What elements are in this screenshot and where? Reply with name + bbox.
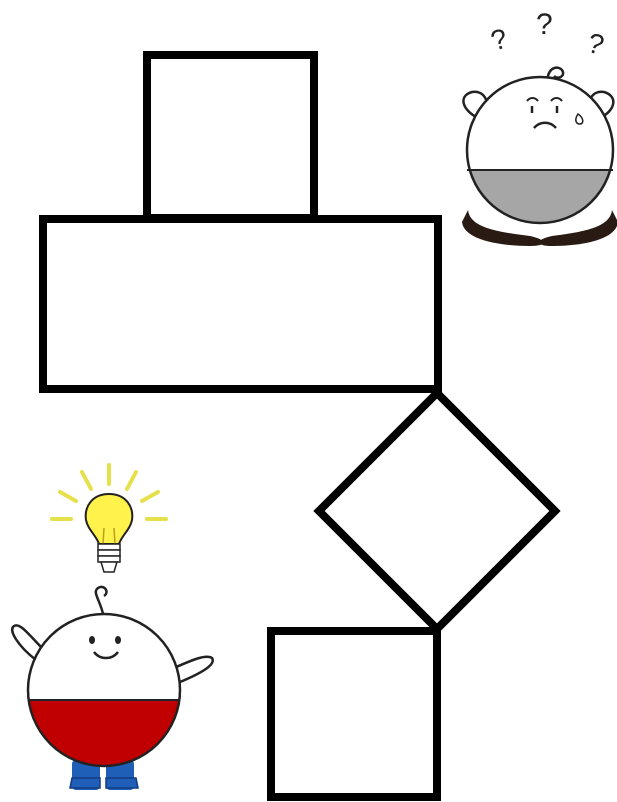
bottom-square — [267, 627, 441, 801]
diamond-square — [313, 387, 561, 635]
light-rays — [50, 463, 168, 521]
question-mark-1: ? — [488, 23, 511, 57]
top-small-square — [143, 51, 318, 222]
lightbulb-icon — [84, 492, 134, 573]
wide-rectangle — [39, 215, 442, 393]
idea-character-icon — [11, 463, 214, 790]
question-mark-2: ? — [536, 8, 553, 41]
question-mark-3: ? — [584, 27, 607, 61]
confused-character-icon: ? ? ? — [462, 8, 617, 246]
shape-group — [39, 51, 561, 801]
